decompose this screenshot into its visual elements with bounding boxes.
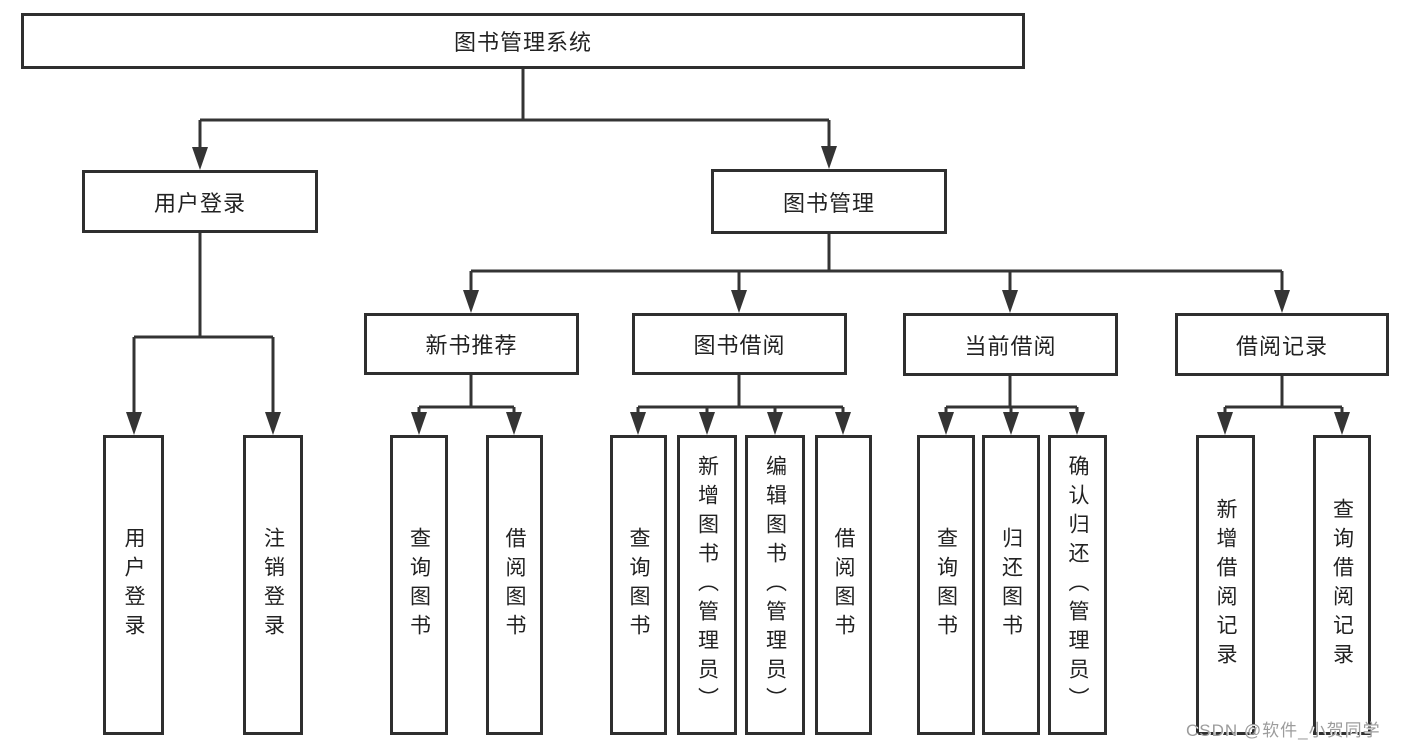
node-user-login: 用户登录 xyxy=(82,170,318,233)
arrowhead xyxy=(835,412,851,435)
connector-borrowing-records-to-leaves xyxy=(1223,372,1344,422)
connector-new-book-recommend-to-leaves xyxy=(417,372,516,422)
node-borrowing-records: 借阅记录 xyxy=(1175,313,1389,376)
leaf-nbr-query-books-label: 查询图书 xyxy=(407,527,431,643)
leaf-user-login-label: 用户登录 xyxy=(122,527,145,643)
arrowhead xyxy=(1217,412,1233,435)
arrowhead xyxy=(731,290,747,313)
leaf-br-add-record-label: 新增借阅记录 xyxy=(1214,498,1237,672)
arrowhead xyxy=(1002,290,1018,313)
node-root: 图书管理系统 xyxy=(21,13,1025,69)
leaf-bb-borrow-books: 借阅图书 xyxy=(815,435,872,735)
node-root-label: 图书管理系统 xyxy=(453,30,592,55)
connector-lines xyxy=(132,66,1344,422)
leaf-bb-edit-books-admin-label: 编辑图书（管理员） xyxy=(763,454,787,716)
arrowhead xyxy=(1274,290,1290,313)
leaf-br-add-record: 新增借阅记录 xyxy=(1196,435,1255,735)
arrowhead xyxy=(1003,412,1019,435)
leaf-bb-borrow-books-label: 借阅图书 xyxy=(832,527,855,643)
leaf-cb-confirm-return-admin-label: 确认归还（管理员） xyxy=(1066,454,1089,716)
arrowhead xyxy=(821,146,837,169)
node-current-borrowing-label: 当前借阅 xyxy=(964,333,1057,359)
arrowhead xyxy=(1334,412,1350,435)
arrowhead xyxy=(699,412,715,435)
leaf-nbr-borrow-books: 借阅图书 xyxy=(486,435,543,735)
node-borrowing-records-label: 借阅记录 xyxy=(1235,333,1328,359)
arrowhead xyxy=(630,412,646,435)
leaf-user-login: 用户登录 xyxy=(103,435,164,735)
arrowhead xyxy=(938,412,954,435)
node-book-management-label: 图书管理 xyxy=(782,190,875,216)
arrowhead xyxy=(767,412,783,435)
leaf-cb-confirm-return-admin: 确认归还（管理员） xyxy=(1048,435,1107,735)
leaf-br-query-record: 查询借阅记录 xyxy=(1313,435,1371,735)
arrowhead xyxy=(1069,412,1085,435)
leaf-logout-label: 注销登录 xyxy=(261,527,285,643)
arrowhead xyxy=(126,412,142,435)
leaf-logout: 注销登录 xyxy=(243,435,303,735)
leaf-cb-query-books: 查询图书 xyxy=(917,435,975,735)
node-current-borrowing: 当前借阅 xyxy=(903,313,1118,376)
leaf-bb-add-books-admin-label: 新增图书（管理员） xyxy=(695,454,719,716)
node-book-management: 图书管理 xyxy=(711,169,947,234)
connector-book-management-to-level2 xyxy=(469,231,1284,300)
connector-root-to-level1 xyxy=(198,66,831,157)
leaf-cb-return-books-label: 归还图书 xyxy=(999,527,1023,643)
leaf-bb-edit-books-admin: 编辑图书（管理员） xyxy=(745,435,805,735)
leaf-br-query-record-label: 查询借阅记录 xyxy=(1330,498,1354,672)
node-book-borrowing: 图书借阅 xyxy=(632,313,847,375)
node-new-book-recommend-label: 新书推荐 xyxy=(425,333,518,358)
node-new-book-recommend: 新书推荐 xyxy=(364,313,579,375)
node-book-borrowing-label: 图书借阅 xyxy=(693,333,786,358)
arrowhead xyxy=(506,412,522,435)
node-user-login-label: 用户登录 xyxy=(153,190,246,216)
leaf-bb-query-books-label: 查询图书 xyxy=(627,527,650,643)
leaf-cb-return-books: 归还图书 xyxy=(982,435,1040,735)
arrowhead xyxy=(265,412,281,435)
leaf-nbr-borrow-books-label: 借阅图书 xyxy=(503,527,526,643)
arrowhead xyxy=(463,290,479,313)
connector-user-login-to-leaves xyxy=(132,230,275,422)
arrowhead xyxy=(411,412,427,435)
leaf-bb-query-books: 查询图书 xyxy=(610,435,667,735)
connector-book-borrowing-to-leaves xyxy=(636,372,845,422)
arrowhead xyxy=(192,147,208,170)
arrowheads xyxy=(126,146,1350,435)
csdn-watermark: CSDN @软件_小贺同学 xyxy=(1186,721,1381,740)
leaf-bb-add-books-admin: 新增图书（管理员） xyxy=(677,435,737,735)
leaf-cb-query-books-label: 查询图书 xyxy=(934,527,958,643)
leaf-nbr-query-books: 查询图书 xyxy=(390,435,448,735)
